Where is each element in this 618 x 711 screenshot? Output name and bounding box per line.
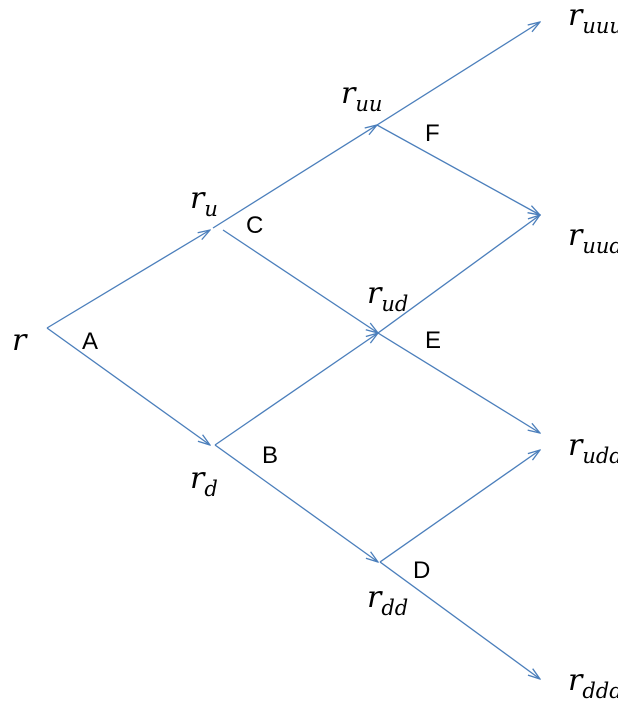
node-letter-c: C: [246, 212, 263, 239]
edge-ruu-to-ruud: [376, 124, 540, 215]
edge-rdd-to-rddd: [379, 561, 540, 679]
node-letter-e: E: [425, 327, 441, 354]
node-letter-a: A: [82, 328, 98, 355]
edge-rud-to-ruud: [377, 215, 540, 334]
rate-label-ruu: ruu: [341, 76, 382, 116]
node-letters: A B C D E F: [82, 120, 441, 584]
edge-ruu-to-ruuu: [376, 22, 540, 126]
edge-rdd-to-rudd: [379, 450, 540, 563]
rate-label-rddd: rddd: [568, 663, 618, 703]
edge-ru-to-rud: [222, 229, 378, 333]
node-letter-b: B: [262, 442, 278, 469]
rate-label-r: r: [12, 323, 28, 358]
edge-ru-to-ruu: [212, 125, 377, 229]
edge-r-to-rd: [46, 327, 210, 445]
rate-label-ruuu: ruuu: [568, 0, 618, 38]
edge-rd-to-rud: [214, 333, 378, 446]
rate-label-rdd: rdd: [367, 580, 408, 620]
tree-edges: [46, 22, 540, 679]
rate-label-rudd: rudd: [568, 428, 618, 468]
rate-labels: r ru rd ruu rud rdd ruuu ruud rudd rddd: [12, 0, 618, 703]
edge-r-to-ru: [46, 230, 210, 329]
edge-rd-to-rdd: [214, 444, 378, 562]
rate-label-rud: rud: [367, 276, 408, 316]
rate-label-ruud: ruud: [568, 218, 618, 258]
node-letter-d: D: [413, 557, 430, 584]
node-letter-f: F: [425, 120, 440, 147]
edge-rud-to-rudd: [377, 332, 540, 433]
rate-label-ru: ru: [190, 181, 218, 221]
rate-label-rd: rd: [190, 461, 218, 501]
